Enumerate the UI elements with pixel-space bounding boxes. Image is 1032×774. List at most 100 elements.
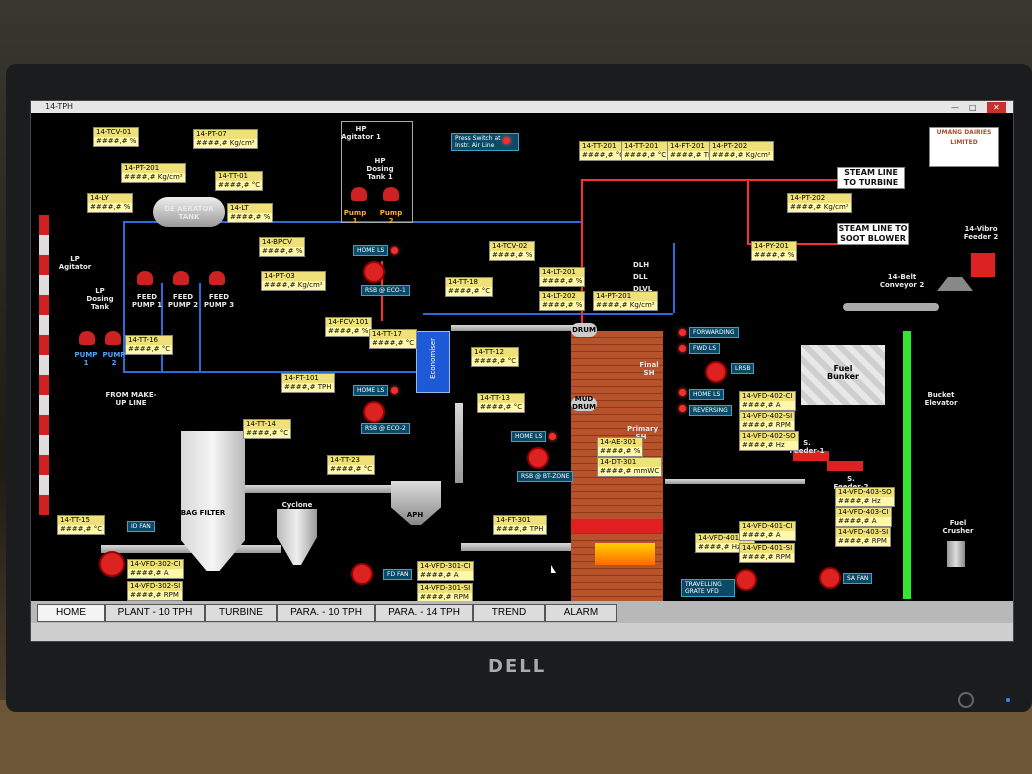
tag-14-lt-201[interactable]: 14-LT-201####,# %	[539, 267, 586, 287]
sa-fan[interactable]	[819, 567, 841, 589]
tag-14-pt-07[interactable]: 14-PT-07####,# Kg/cm²	[193, 129, 258, 149]
steam-soot-box[interactable]: STEAM LINE TO SOOT BLOWER	[837, 223, 909, 245]
tag-14-tt-13[interactable]: 14-TT-13####,# °C	[477, 393, 526, 413]
tag-14-vfd-302-si[interactable]: 14-VFD-302-SI####,# RPM	[127, 581, 184, 601]
tag-14-tt-16[interactable]: 14-TT-16####,# °C	[125, 335, 174, 355]
sa-fan-label[interactable]: SA FAN	[843, 573, 873, 584]
tag-14-vfd-402-so[interactable]: 14-VFD-402-SO####,# Hz	[739, 431, 799, 451]
fd-fan-label[interactable]: FD FAN	[383, 569, 413, 580]
fwd-ls-label[interactable]: FWD LS	[689, 343, 721, 354]
hp-pump2[interactable]	[383, 187, 399, 201]
economiser[interactable]: Economiser	[416, 331, 450, 393]
tag-14-pt-201a[interactable]: 14-PT-201####,# Kg/cm²	[121, 163, 186, 183]
tag-14-vfd-403-so[interactable]: 14-VFD-403-SO####,# Hz	[835, 487, 895, 507]
lrsb-motor[interactable]	[705, 361, 727, 383]
power-button-icon[interactable]	[958, 692, 974, 708]
tag-14-tt-18[interactable]: 14-TT-18####,# °C	[445, 277, 494, 297]
fuel-bunker[interactable]	[801, 345, 885, 405]
tag-14-tt-15[interactable]: 14-TT-15####,# °C	[57, 515, 106, 535]
screw-feeder1[interactable]	[793, 451, 829, 461]
nav-trend[interactable]: TREND	[473, 604, 545, 622]
home-ls-label[interactable]: HOME LS	[353, 245, 389, 256]
lp-pump2[interactable]	[105, 331, 121, 345]
maximize-icon[interactable]: □	[969, 103, 977, 112]
tag-14-tt-01[interactable]: 14-TT-01####,# °C	[215, 171, 264, 191]
tag-14-ly[interactable]: 14-LY####,# %	[87, 193, 134, 213]
travelling-grate-label[interactable]: TRAVELLING GRATE VFD	[681, 579, 735, 597]
belt-conveyor[interactable]	[843, 303, 939, 311]
nav-para-14tph[interactable]: PARA. - 14 TPH	[375, 604, 473, 622]
tag-14-vfd-403-ci[interactable]: 14-VFD-403-CI####,# A	[835, 507, 892, 527]
feed-pump1[interactable]	[137, 271, 153, 285]
tag-14-tt-14[interactable]: 14-TT-14####,# °C	[243, 419, 292, 439]
feed-pump2[interactable]	[173, 271, 189, 285]
nav-para-10tph[interactable]: PARA. - 10 TPH	[277, 604, 375, 622]
home-ls-eco2-label[interactable]: HOME LS	[353, 385, 389, 396]
nav-home[interactable]: HOME	[37, 604, 105, 622]
tag-14-ft-101[interactable]: 14-FT-101####,# TPH	[281, 373, 335, 393]
home-ls-bt-label[interactable]: HOME LS	[511, 431, 547, 442]
tag-14-tcv-01[interactable]: 14-TCV-01####,# %	[93, 127, 140, 147]
tag-14-ae-301[interactable]: 14-AE-301####,# %	[597, 437, 644, 457]
fuel-crusher[interactable]	[947, 541, 965, 567]
fd-fan[interactable]	[351, 563, 373, 585]
tag-14-lt-202[interactable]: 14-LT-202####,# %	[539, 291, 586, 311]
tag-14-bpcv[interactable]: 14-BPCV####,# %	[259, 237, 306, 257]
tag-14-vfd-301-si[interactable]: 14-VFD-301-SI####,# RPM	[417, 583, 474, 601]
tag-14-pt-201b[interactable]: 14-PT-201####,# Kg/cm²	[593, 291, 658, 311]
tag-14-tt-12[interactable]: 14-TT-12####,# °C	[471, 347, 520, 367]
tag-14-py-201[interactable]: 14-PY-201####,# %	[751, 241, 798, 261]
tag-14-vfd-302-ci[interactable]: 14-VFD-302-CI####,# A	[127, 559, 184, 579]
rsb-eco2-label[interactable]: RSB @ ECO-2	[361, 423, 410, 434]
nav-alarm[interactable]: ALARM	[545, 604, 617, 622]
tag-14-ft-301[interactable]: 14-FT-301####,# TPH	[493, 515, 547, 535]
screw-feeder2[interactable]	[827, 461, 863, 471]
nav-plant-10tph[interactable]: PLANT - 10 TPH	[105, 604, 205, 622]
tag-14-fcv-101[interactable]: 14-FCV-101####,# %	[325, 317, 372, 337]
feed-pump3[interactable]	[209, 271, 225, 285]
bucket-elevator[interactable]	[903, 331, 911, 599]
tag-14-vfd-301-ci[interactable]: 14-VFD-301-CI####,# A	[417, 561, 474, 581]
rsb-bt-label[interactable]: RSB @ BT-ZONE	[517, 471, 574, 482]
minimize-icon[interactable]: —	[951, 103, 959, 112]
tag-14-pt-202b[interactable]: 14-PT-202####,# Kg/cm²	[787, 193, 852, 213]
nav-turbine[interactable]: TURBINE	[205, 604, 277, 622]
forwarding-button[interactable]: FORWARDING	[689, 327, 739, 338]
mud-drum[interactable]	[571, 397, 597, 411]
eco1-rsb-motor[interactable]	[363, 261, 385, 283]
home-ls-lrsb-label[interactable]: HOME LS	[689, 389, 725, 400]
hp-pump1[interactable]	[351, 187, 367, 201]
tag-14-vfd-402-si[interactable]: 14-VFD-402-SI####,# RPM	[739, 411, 796, 431]
bt-rsb-motor[interactable]	[527, 447, 549, 469]
lrsb-label[interactable]: LRSB	[731, 363, 755, 374]
tag-14-pt-202a[interactable]: 14-PT-202####,# Kg/cm²	[709, 141, 774, 161]
tag-14-dt-301[interactable]: 14-DT-301####,# mmWC	[597, 457, 663, 477]
hp-pump1-label: Pump 1	[343, 209, 367, 225]
reversing-button[interactable]: REVERSING	[689, 405, 732, 416]
rsb-eco1-label[interactable]: RSB @ ECO-1	[361, 285, 410, 296]
close-icon[interactable]: ✕	[987, 102, 1006, 114]
tag-14-tt-17[interactable]: 14-TT-17####,# °C	[369, 329, 418, 349]
tag-14-tt-201a[interactable]: 14-TT-201####,# °C	[579, 141, 628, 161]
steam-turbine-box[interactable]: STEAM LINE TO TURBINE	[837, 167, 905, 189]
tag-14-tcv-02[interactable]: 14-TCV-02####,# %	[489, 241, 536, 261]
tag-14-pt-03[interactable]: 14-PT-03####,# Kg/cm²	[261, 271, 326, 291]
cyclone[interactable]	[277, 509, 317, 565]
id-fan-label[interactable]: ID FAN	[127, 521, 155, 532]
tag-14-vfd-401-si[interactable]: 14-VFD-401-SI####,# RPM	[739, 543, 796, 563]
tag-14-vfd-401-ci[interactable]: 14-VFD-401-CI####,# A	[739, 521, 796, 541]
tag-14-vfd-402-ci[interactable]: 14-VFD-402-CI####,# A	[739, 391, 796, 411]
travelling-grate-motor[interactable]	[735, 569, 757, 591]
press-switch-label[interactable]: Press Switch at Instr. Air Line	[451, 133, 519, 151]
tag-14-vfd-403-si[interactable]: 14-VFD-403-SI####,# RPM	[835, 527, 892, 547]
tag-14-tt-23[interactable]: 14-TT-23####,# °C	[327, 455, 376, 475]
deaerator-tank[interactable]	[153, 197, 225, 227]
lp-pump1[interactable]	[79, 331, 95, 345]
bag-filter[interactable]	[181, 431, 245, 571]
tag-14-lt[interactable]: 14-LT####,# %	[227, 203, 274, 223]
id-fan[interactable]	[99, 551, 125, 577]
tag-14-tt-201b[interactable]: 14-TT-201####,# °C	[621, 141, 670, 161]
vibro-feeder[interactable]	[971, 253, 995, 277]
steam-drum[interactable]	[571, 323, 597, 337]
eco2-rsb-motor[interactable]	[363, 401, 385, 423]
